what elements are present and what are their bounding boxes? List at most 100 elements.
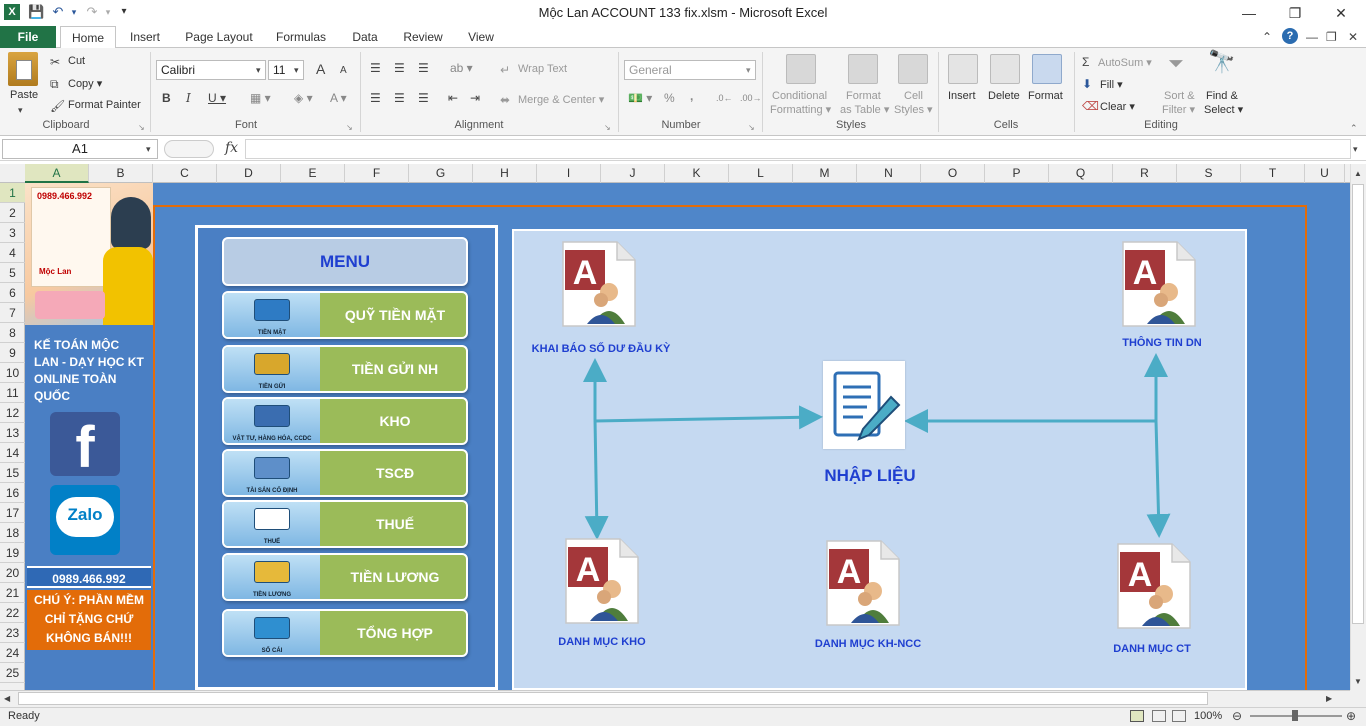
format-as-table-button[interactable]: Format — [846, 90, 881, 102]
column-header[interactable]: D — [217, 164, 281, 183]
tab-page-layout[interactable]: Page Layout — [185, 30, 253, 44]
formula-input[interactable] — [245, 139, 1351, 159]
cut-icon[interactable]: ✂ — [50, 55, 61, 69]
fill-icon[interactable]: ⬇ — [1082, 77, 1093, 91]
thong-tin-label[interactable]: THÔNG TIN DN — [1122, 337, 1202, 349]
tab-view[interactable]: View — [468, 30, 494, 44]
increase-indent-icon[interactable]: ⇥ — [470, 91, 481, 105]
row-header[interactable]: 17 — [0, 503, 25, 523]
cell-styles-button-line2[interactable]: Styles ▾ — [894, 104, 933, 116]
row-header[interactable]: 5 — [0, 263, 25, 283]
vertical-scroll-thumb[interactable] — [1352, 184, 1364, 624]
column-header[interactable]: K — [665, 164, 729, 183]
format-cells-icon[interactable] — [1032, 54, 1062, 84]
row-header[interactable]: 1 — [0, 183, 25, 203]
row-header[interactable]: 13 — [0, 423, 25, 443]
align-left-icon[interactable]: ☰ — [370, 91, 381, 105]
currency-icon[interactable]: 💵 ▾ — [628, 91, 653, 105]
paste-button[interactable]: Paste — [10, 89, 39, 101]
fill-color-icon[interactable]: ◈ ▾ — [294, 91, 313, 105]
undo-dropdown-icon[interactable]: ▾ — [71, 7, 77, 17]
row-header[interactable]: 14 — [0, 443, 25, 463]
column-header[interactable]: F — [345, 164, 409, 183]
row-header[interactable]: 3 — [0, 223, 25, 243]
row-header[interactable]: 6 — [0, 283, 25, 303]
comma-button[interactable]: , — [690, 89, 694, 103]
tab-review[interactable]: Review — [403, 30, 443, 44]
tab-home[interactable]: Home — [60, 26, 116, 49]
tab-file[interactable]: File — [0, 26, 56, 48]
redo-dropdown-icon[interactable]: ▾ — [105, 7, 111, 17]
format-as-table-icon[interactable] — [848, 54, 878, 84]
delete-cells-button[interactable]: Delete — [988, 90, 1020, 102]
fill-button[interactable]: Fill ▾ — [1100, 79, 1123, 91]
row-header[interactable]: 24 — [0, 643, 25, 663]
thong-tin-access-icon[interactable]: A — [1121, 240, 1197, 328]
zoom-in-icon[interactable]: ⊕ — [1346, 709, 1357, 723]
facebook-button[interactable]: f — [50, 412, 120, 480]
paste-icon[interactable] — [8, 52, 38, 86]
align-middle-icon[interactable]: ☰ — [394, 61, 405, 75]
danh-muc-khncc-label[interactable]: DANH MỤC KH-NCC — [814, 638, 922, 650]
save-icon[interactable]: 💾 — [28, 4, 45, 19]
row-header[interactable]: 10 — [0, 363, 25, 383]
zoom-slider-thumb[interactable] — [1292, 710, 1298, 721]
formula-expand-icon[interactable]: ▾ — [1353, 144, 1358, 154]
zoom-out-icon[interactable]: ⊖ — [1232, 709, 1243, 723]
row-header[interactable]: 23 — [0, 623, 25, 643]
column-header[interactable]: T — [1241, 164, 1305, 183]
font-size-combo[interactable]: 11 — [268, 60, 304, 80]
number-format-dropdown-icon[interactable]: ▾ — [746, 65, 751, 75]
conditional-formatting-button-line2[interactable]: Formatting ▾ — [770, 104, 832, 116]
insert-function-button[interactable]: fx — [225, 140, 239, 156]
column-header[interactable]: M — [793, 164, 857, 183]
column-header[interactable]: U — [1305, 164, 1345, 183]
column-header[interactable]: E — [281, 164, 345, 183]
percent-button[interactable]: % — [664, 91, 675, 105]
row-header[interactable]: 25 — [0, 663, 25, 683]
align-center-icon[interactable]: ☰ — [394, 91, 405, 105]
row-header[interactable]: 18 — [0, 523, 25, 543]
row-header[interactable]: 12 — [0, 403, 25, 423]
scroll-left-icon[interactable]: ◀ — [4, 694, 11, 703]
row-header[interactable]: 16 — [0, 483, 25, 503]
column-header[interactable]: G — [409, 164, 473, 183]
undo-icon[interactable]: ↶ — [52, 4, 64, 19]
paste-dropdown-icon[interactable]: ▾ — [18, 105, 23, 115]
number-launcher-icon[interactable]: ↘ — [748, 123, 755, 132]
zalo-button[interactable]: Zalo — [50, 485, 120, 555]
tab-data[interactable]: Data — [352, 30, 378, 44]
danh-muc-khncc-access-icon[interactable]: A — [825, 539, 901, 627]
italic-button[interactable]: I — [186, 91, 191, 105]
sort-filter-button-line2[interactable]: Filter ▾ — [1162, 104, 1196, 116]
cut-button[interactable]: Cut — [68, 55, 86, 67]
underline-button[interactable]: U ▾ — [208, 91, 227, 105]
decrease-indent-icon[interactable]: ⇤ — [448, 91, 459, 105]
wrap-text-icon[interactable]: ↵ — [500, 63, 511, 77]
sort-filter-icon[interactable]: ⏷ — [1168, 53, 1184, 75]
wb-minimize-icon[interactable]: — — [1306, 30, 1318, 44]
font-color-icon[interactable]: A ▾ — [330, 91, 347, 105]
format-cells-button[interactable]: Format — [1028, 90, 1063, 102]
column-header[interactable]: S — [1177, 164, 1241, 183]
danh-muc-kho-access-icon[interactable]: A — [564, 537, 640, 625]
row-header[interactable]: 20 — [0, 563, 25, 583]
tab-formulas[interactable]: Formulas — [275, 30, 326, 44]
column-header[interactable]: O — [921, 164, 985, 183]
find-select-button[interactable]: Find & — [1206, 90, 1238, 102]
minimize-button[interactable]: — — [1242, 5, 1256, 21]
danh-muc-ct-label[interactable]: DANH MỤC CT — [1113, 643, 1191, 655]
column-header[interactable]: H — [473, 164, 537, 183]
align-right-icon[interactable]: ☰ — [418, 91, 429, 105]
copy-button[interactable]: Copy ▾ — [68, 78, 103, 90]
horizontal-scroll-thumb[interactable] — [18, 692, 1208, 705]
column-header[interactable]: A — [25, 164, 89, 183]
redo-icon[interactable]: ↷ — [86, 4, 98, 19]
zoom-level[interactable]: 100% — [1194, 710, 1223, 722]
font-name-combo[interactable]: Calibri — [156, 60, 266, 80]
column-header[interactable]: C — [153, 164, 217, 183]
